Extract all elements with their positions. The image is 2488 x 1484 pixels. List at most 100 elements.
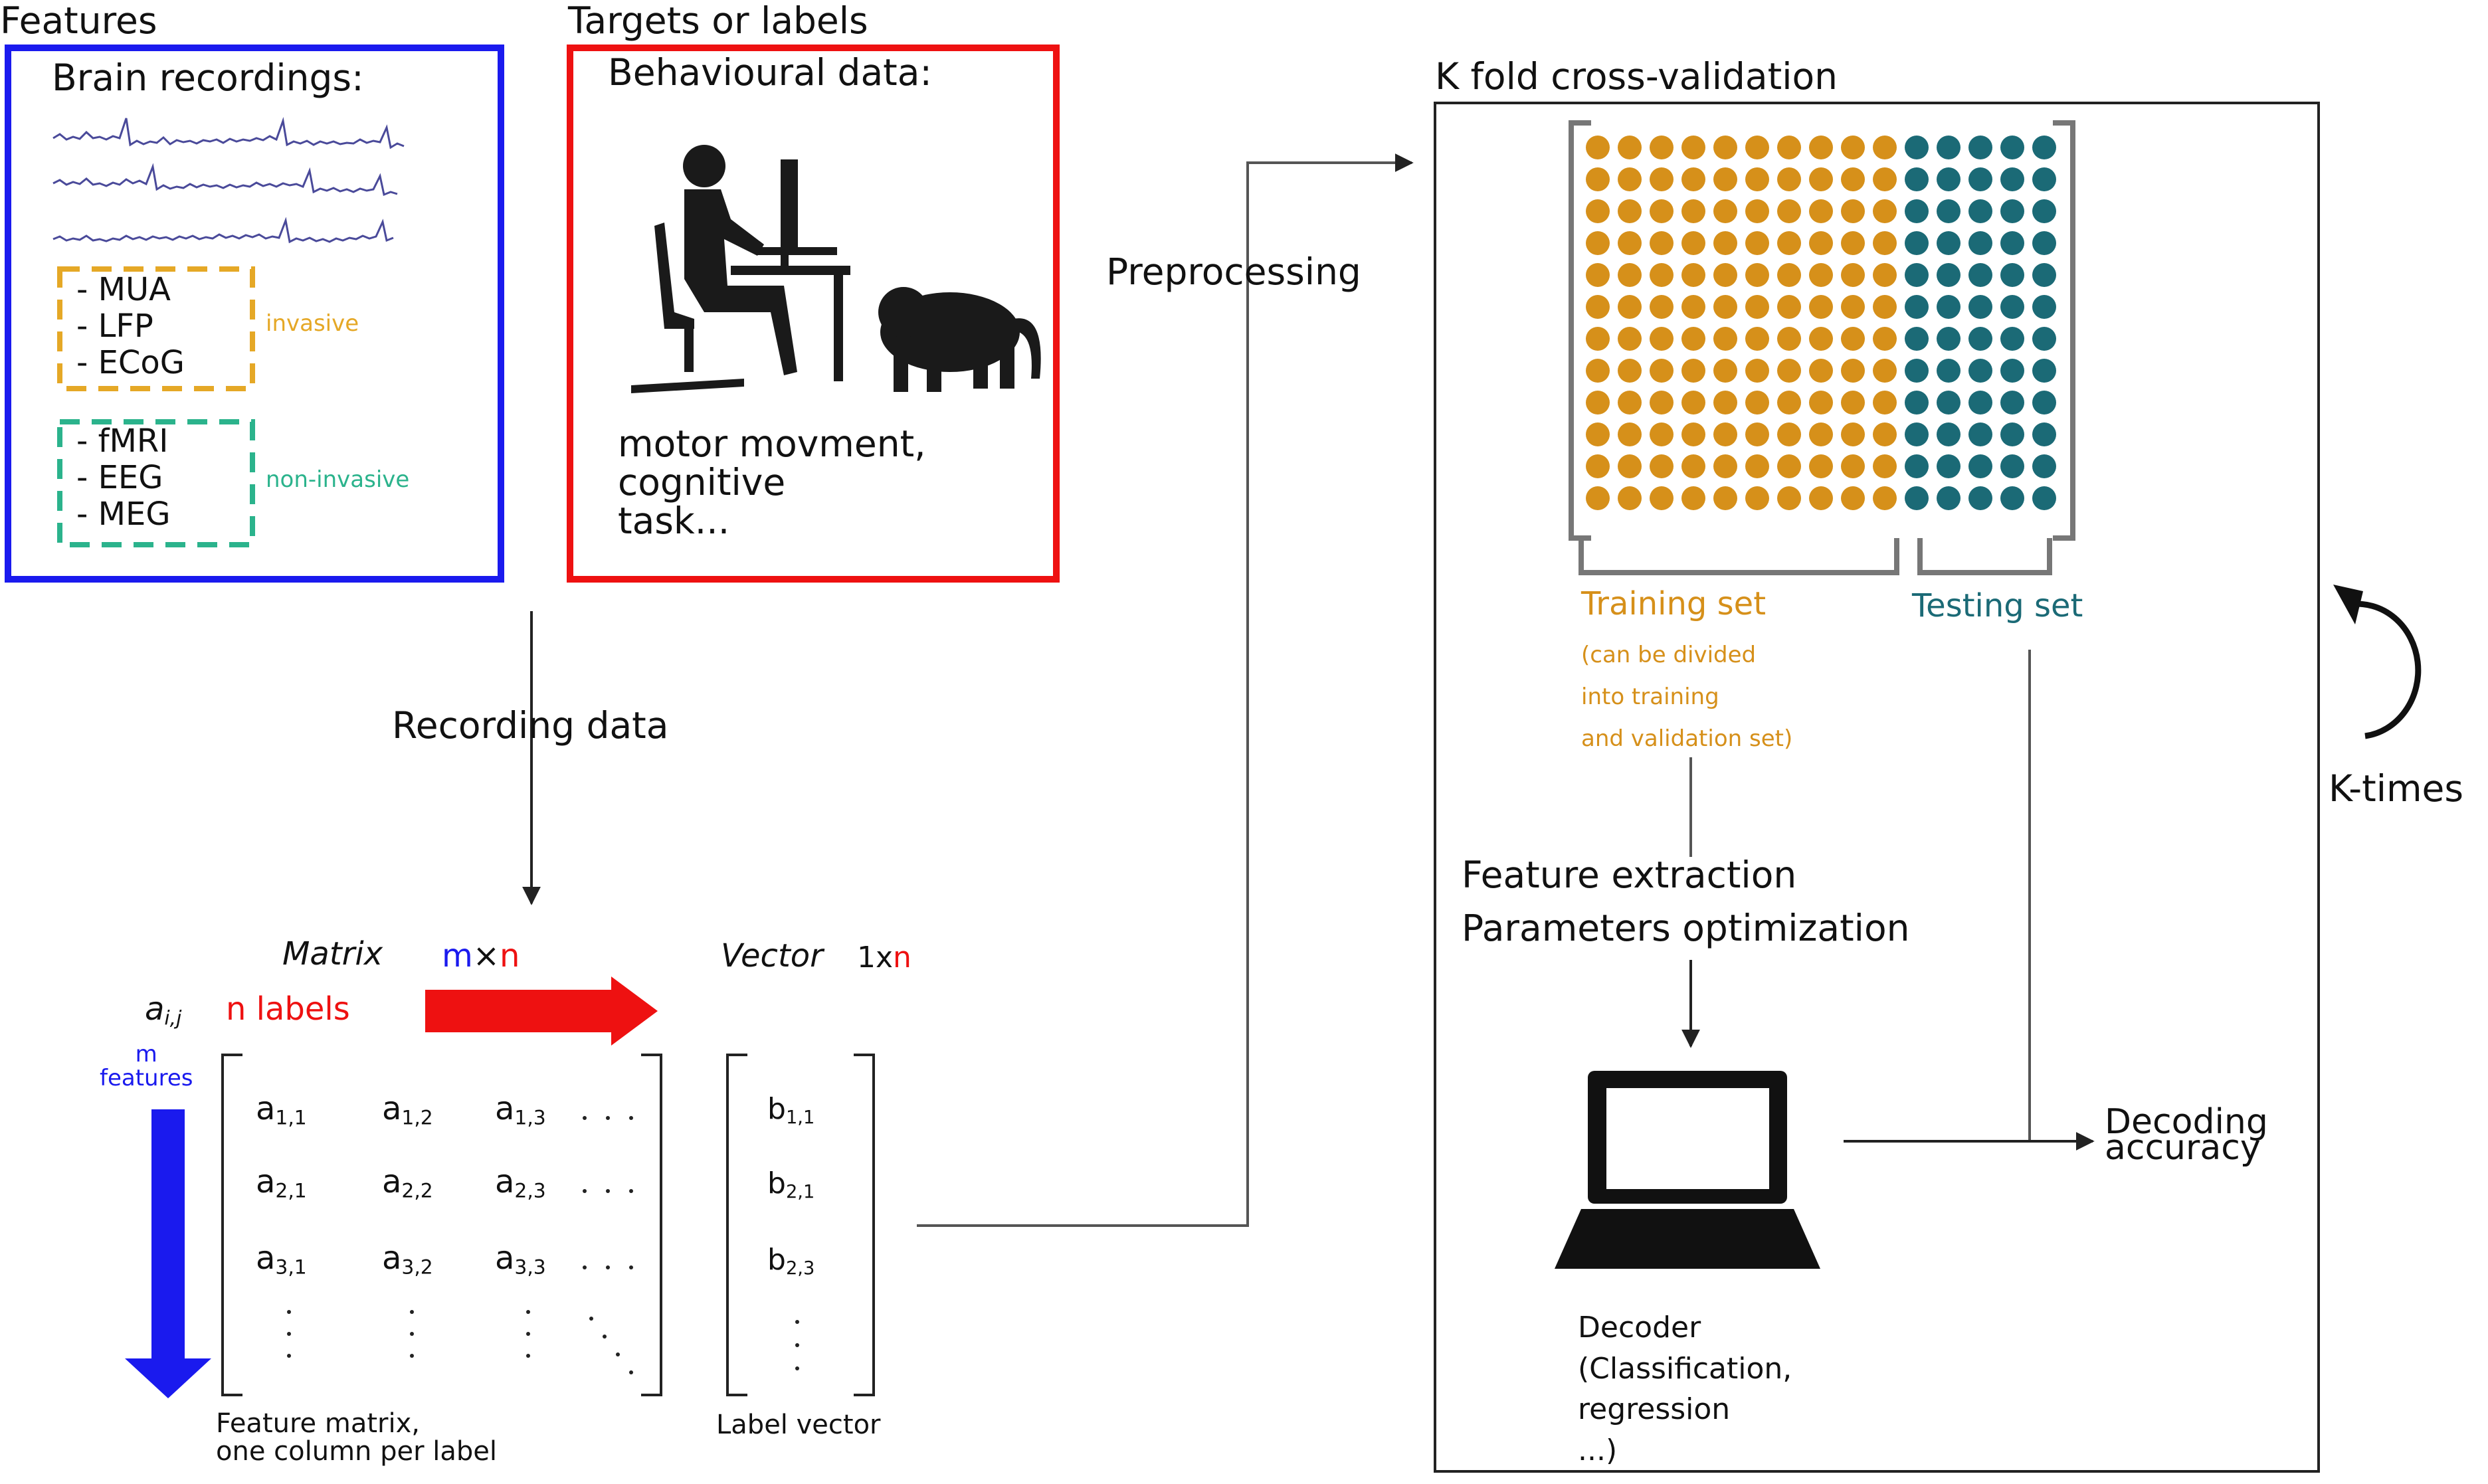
cell-subscript: 2,1 [785,1181,815,1202]
testing-dot [2000,327,2024,351]
training-dot [1713,391,1737,415]
testing-dot [2000,359,2024,383]
kfold-box [1434,102,2320,1473]
feature-extraction-label: Feature extraction [1462,854,1797,896]
training-dot [1873,167,1897,191]
n-labels-arrow [425,976,658,1046]
training-dot [1713,422,1737,446]
training-dot [1618,327,1642,351]
testing-dot [1968,454,1992,478]
n-labels-label: n labels [226,990,350,1028]
training-dot [1809,454,1833,478]
testing-dot [2000,422,2024,446]
testing-dot [1937,359,1961,383]
training-dot [1681,486,1705,510]
testing-dot [1968,391,1992,415]
testing-dot [1905,199,1929,223]
noninvasive-dashed-box [57,419,255,547]
testing-dot [1968,231,1992,255]
matrix-cell: a2,2 [382,1166,433,1201]
testing-dot [1937,167,1961,191]
testing-dot [2000,199,2024,223]
monkey-icon [878,287,1041,392]
training-dot [1841,295,1865,319]
matrix-cell: a1,3 [495,1093,546,1128]
brain-recordings-label: Brain recordings: [52,56,364,99]
training-dot [1745,486,1769,510]
vector-title: Vector [721,937,823,974]
training-dot [1586,295,1610,319]
cell-subscript: 2,2 [401,1179,433,1203]
testing-dot [1905,136,1929,159]
matrix-dim-m: m [442,937,473,974]
vector-cell: b1,1 [767,1095,814,1127]
vector-dim-n: n [893,941,911,974]
training-dot [1745,422,1769,446]
training-dot [1586,167,1610,191]
training-dot [1713,199,1737,223]
testing-dot [1968,486,1992,510]
training-dot [1873,454,1897,478]
training-dot [1809,263,1833,287]
training-dot [1841,486,1865,510]
matrix-cell: a2,1 [256,1166,307,1201]
matrix-cell: a3,2 [382,1242,433,1277]
person-at-computer-icon [631,145,850,393]
vector-caption: Label vector [716,1410,881,1440]
training-dot [1586,486,1610,510]
testing-dot [2000,486,2024,510]
testing-dot [2032,231,2056,255]
training-dot [1777,295,1801,319]
testing-dot [1937,391,1961,415]
training-dot [1745,231,1769,255]
matrix-dim-x: × [472,937,500,974]
matrix-ellipsis-dots [287,1116,799,1374]
decoding-accuracy-label: Decoding accuracy [2105,1102,2268,1168]
training-dot [1618,486,1642,510]
invasive-label: invasive [266,310,359,337]
training-dot [1650,486,1674,510]
cell-letter: b [767,1166,786,1200]
targets-title: Targets or labels [568,0,868,42]
training-dot [1681,327,1705,351]
cell-letter: a [382,1090,402,1127]
testing-dot [1905,391,1929,415]
cell-subscript: 3,1 [275,1255,307,1279]
training-dot [1745,359,1769,383]
matrix-bracket-right [641,1054,662,1396]
testing-set-label: Testing set [1912,587,2083,624]
training-dot [1713,136,1737,159]
laptop-icon [1555,1071,1820,1269]
training-set-note: (can be divided into training and valida… [1581,642,1793,752]
training-dot [1777,391,1801,415]
training-dot [1681,295,1705,319]
behaviour-description: motor movment, cognitive task... [618,422,926,542]
training-dot [1713,454,1737,478]
vector-cell: b2,1 [767,1169,814,1201]
cell-letter: a [256,1163,276,1200]
testing-dot [2000,136,2024,159]
m-features-arrow [125,1109,211,1398]
training-dot [1681,167,1705,191]
training-dot [1841,359,1865,383]
training-dot [1777,454,1801,478]
training-dot [1586,263,1610,287]
training-dot [1650,167,1674,191]
training-dot [1841,422,1865,446]
training-dot [1618,231,1642,255]
cell-subscript: 1,2 [401,1106,433,1130]
testing-dot [1968,167,1992,191]
training-dot [1713,359,1737,383]
recording-data-label: Recording data [392,704,669,747]
testing-dot [2000,167,2024,191]
cell-subscript: 3,3 [514,1255,546,1279]
testing-dot [2032,295,2056,319]
preprocessing-connector [917,153,1414,1227]
training-dot [1809,231,1833,255]
training-dot [1873,231,1897,255]
training-dot [1777,486,1801,510]
training-dot [1841,327,1865,351]
testing-dot [1968,199,1992,223]
training-dot [1873,263,1897,287]
testing-dot [2032,199,2056,223]
